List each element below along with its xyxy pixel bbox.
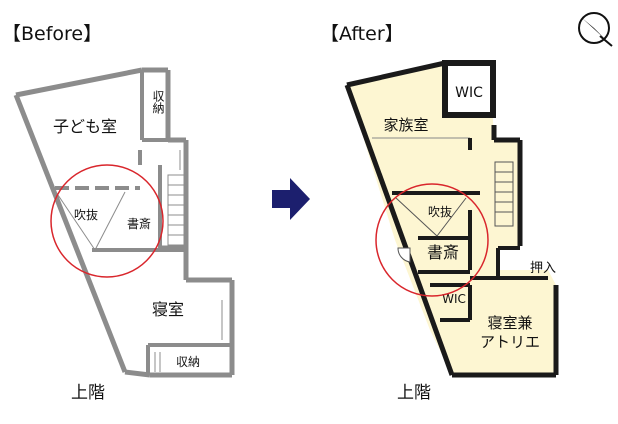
after-door-arc <box>397 247 411 263</box>
arrow-right-icon <box>272 178 310 220</box>
after-fukinuke-lines <box>395 197 467 237</box>
after-interior-walls <box>372 137 548 322</box>
before-storage-top-label: 収納 <box>151 90 165 114</box>
before-floor-label: 上階 <box>71 383 105 403</box>
before-interior-walls <box>55 70 232 375</box>
after-highlight-circle <box>375 183 489 297</box>
after-study-label: 書斎 <box>427 243 459 262</box>
before-stairs <box>167 174 185 246</box>
before-study-label: 書斎 <box>127 216 151 231</box>
before-walls <box>13 67 235 378</box>
before-heading: 【Before】 <box>2 23 102 45</box>
after-wic-top-label: WIC <box>455 85 483 101</box>
after-family-room-label: 家族室 <box>383 116 428 134</box>
after-bedroom-atelier-label-2: アトリエ <box>480 333 540 351</box>
before-fukinuke-lines <box>57 191 126 251</box>
north-compass-icon <box>578 12 613 47</box>
before-storage-bottom-label: 収納 <box>176 355 200 369</box>
after-heading: 【After】 <box>320 23 404 45</box>
before-highlight-circle <box>50 164 164 278</box>
before-fukinuke-label: 吹抜 <box>74 208 98 222</box>
after-bedroom-atelier-label-1: 寝室兼 <box>487 314 532 332</box>
before-plan: 【Before】 <box>2 23 235 403</box>
after-oshiire-label: 押入 <box>530 261 556 276</box>
after-walls <box>344 60 559 378</box>
after-fukinuke-label: 吹抜 <box>428 205 452 219</box>
after-plan: 【After】 WIC <box>320 23 559 403</box>
before-bedroom-label: 寝室 <box>152 300 184 319</box>
after-stairs <box>494 161 514 227</box>
before-openings <box>154 150 223 372</box>
after-floor-label: 上階 <box>397 383 431 403</box>
after-wic-bottom-label: WIC <box>442 292 466 306</box>
before-kids-room-label: 子ども室 <box>53 117 117 136</box>
after-wic-top-box <box>442 60 496 118</box>
